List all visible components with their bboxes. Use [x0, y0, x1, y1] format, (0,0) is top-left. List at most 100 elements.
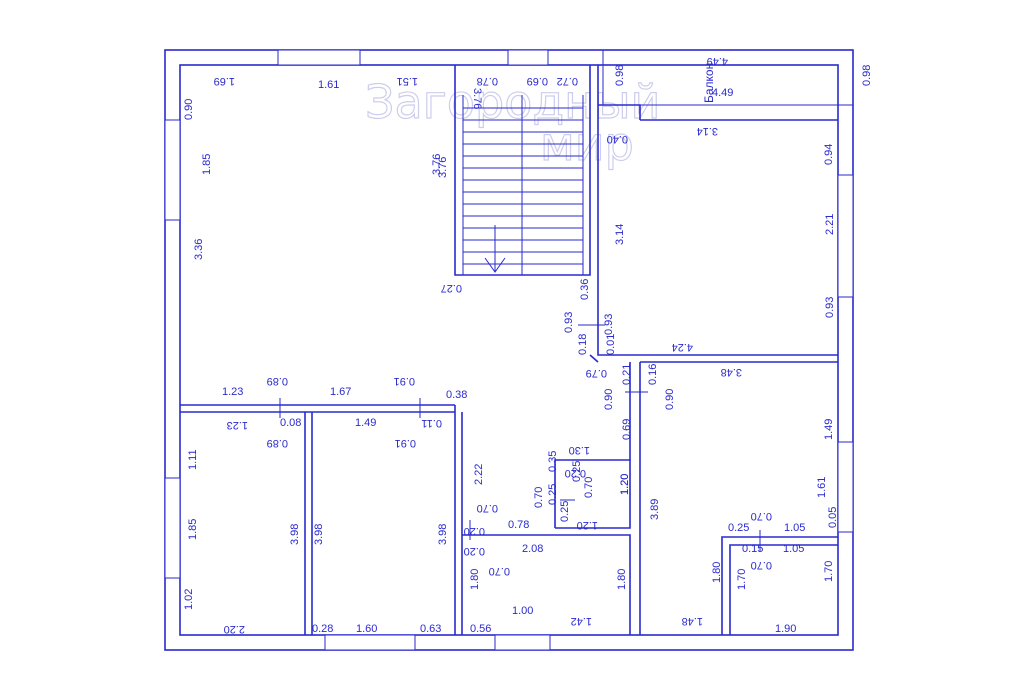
dimension-label: 1.80	[711, 562, 723, 583]
dimension-label: 1.00	[512, 605, 533, 617]
dimension-label: 1.20	[577, 519, 598, 531]
dimension-label: 0.18	[577, 334, 589, 355]
dimension-label: 0.25	[547, 484, 559, 505]
dimension-label: 0.91	[395, 437, 416, 449]
dimension-label: 0.93	[824, 297, 836, 318]
door-marks	[279, 324, 761, 552]
window-left-upper	[164, 119, 181, 221]
dimension-label: 0.89	[267, 437, 288, 449]
dimension-labels: 1.69 1.61 1.51 0.90 1.85 3.36 3.76 0.89 1.23 1.67…	[183, 75, 839, 635]
balcony-dim-top: 4.49	[707, 55, 728, 67]
dimension-label: 0.79	[586, 367, 607, 379]
dimension-label: 0.38	[446, 389, 467, 401]
dimension-label: 1.11	[187, 449, 199, 470]
window-left-lower	[164, 477, 181, 579]
dimension-label: 1.49	[355, 417, 376, 429]
dimension-label: 1.42	[571, 615, 592, 627]
dimension-label: 0.08	[280, 417, 301, 429]
internal-walls	[180, 65, 838, 635]
dimension-label: 3.14	[697, 125, 718, 137]
dimension-label: 3.14	[614, 224, 626, 245]
bedroom-upper-right-wall	[597, 65, 838, 356]
stair-steps	[463, 107, 583, 265]
dimension-label: 1.85	[201, 154, 213, 175]
dimension-label: 1.80	[616, 569, 628, 590]
dimension-label: 0.16	[647, 364, 659, 385]
bath-center-wall	[462, 534, 631, 635]
dimension-label: 1.60	[356, 623, 377, 635]
dimension-label: 0.90	[603, 389, 615, 410]
inner-wall-frame	[179, 64, 839, 636]
dimension-label: 1.90	[775, 623, 796, 635]
dimension-label: 3.98	[289, 524, 301, 545]
balcony-dim-bottom: 4.49	[712, 87, 733, 99]
dimension-label: 0.28	[312, 623, 333, 635]
dimension-label: 0.35	[547, 451, 559, 472]
dimension-label: 1.85	[187, 519, 199, 540]
watermark: Загородный мир	[364, 74, 661, 171]
dimension-label: 2.21	[824, 214, 836, 235]
dimension-label: 3.36	[193, 239, 205, 260]
balcony	[602, 49, 854, 106]
balcony-dim-side: 0.98	[614, 65, 626, 86]
dimension-label: 3.76	[437, 157, 449, 178]
dimension-label: 0.90	[664, 389, 676, 410]
stair-dim-0: 3.76	[431, 154, 443, 175]
dimension-label: 0.05	[827, 507, 839, 528]
balcony-dim-right: 0.98	[861, 65, 873, 86]
dimension-label: 1.20	[619, 474, 631, 495]
dimension-label: 0.70	[583, 477, 595, 498]
dimension-label: 0.70	[489, 565, 510, 577]
dimension-label: 0.63	[420, 623, 441, 635]
dimension-label: 0.56	[470, 623, 491, 635]
dimension-label: 0.01	[605, 334, 617, 355]
dimension-label: 2.20	[224, 623, 245, 635]
dimension-label: 0.70	[477, 502, 498, 514]
dimension-label: 0.69	[621, 419, 633, 440]
dimension-label: 1.02	[183, 589, 195, 610]
dimension-label: 3.89	[649, 499, 661, 520]
dimension-label: 4.24	[672, 341, 693, 353]
outer-walls	[164, 49, 854, 651]
dimension-label: 0.70	[751, 510, 772, 522]
balcony-label: Балкон	[702, 63, 716, 103]
dimension-label: 1.05	[784, 522, 805, 534]
bath-right-wall	[721, 536, 838, 635]
dimension-label: 1.51	[397, 75, 418, 87]
dimension-label: 2.22	[473, 464, 485, 485]
dimension-label: 1.48	[682, 615, 703, 627]
dimension-label: 1.49	[823, 419, 835, 440]
balcony-door-wall	[598, 104, 641, 120]
dimension-label: 1.69	[214, 75, 235, 87]
dimension-label: 0.15	[742, 543, 763, 555]
dimension-label: 1.23	[227, 419, 248, 431]
window-top-stair	[507, 49, 549, 66]
dimension-label: 0.11	[421, 417, 442, 429]
dimension-label: 3.98	[437, 524, 449, 545]
dimension-label: 0.94	[823, 144, 835, 165]
stair-dim-4: 0.72	[557, 75, 578, 87]
dimension-label: 0.78	[508, 519, 529, 531]
dimension-label: 0.25	[571, 461, 583, 482]
windows	[164, 49, 854, 651]
dimension-label: 1.61	[318, 79, 339, 91]
dimension-label: 3.48	[721, 366, 742, 378]
dimension-label: 1.67	[330, 386, 351, 398]
dimension-label: 2.08	[522, 543, 543, 555]
dimension-label: 1.70	[736, 569, 748, 590]
stair-dim-1: 3.76	[471, 88, 483, 109]
stair-dim-2: 0.78	[477, 75, 498, 87]
dimension-label: 0.20	[464, 545, 485, 557]
dimension-label: 1.61	[816, 477, 828, 498]
dimension-label: 0.91	[394, 375, 415, 387]
dimension-label: 1.23	[222, 386, 243, 398]
stair-dim-6: 0.40	[607, 133, 628, 145]
dimension-label: 1.30	[569, 444, 590, 456]
window-top-left	[277, 49, 361, 66]
window-bottom-left	[324, 634, 416, 651]
staircase	[462, 95, 584, 275]
window-right-lower	[837, 441, 854, 533]
dimension-label: 0.70	[751, 559, 772, 571]
corridor-corner	[589, 354, 599, 363]
